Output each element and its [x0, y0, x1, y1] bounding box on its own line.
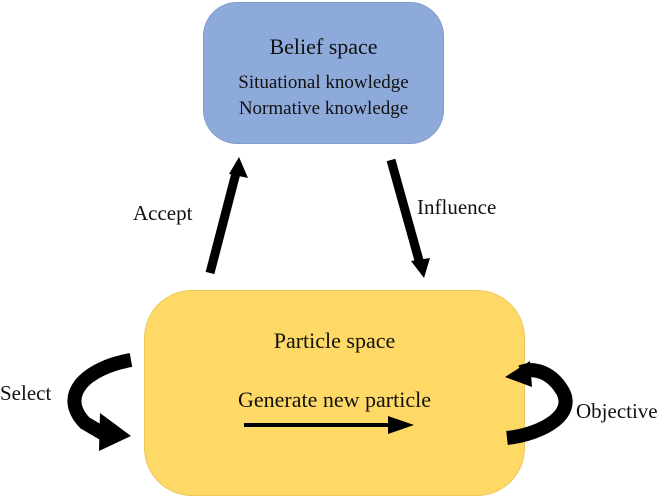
- belief-space-line: Situational knowledge: [238, 72, 409, 93]
- accept-label: Accept: [133, 201, 193, 225]
- belief-space-box: [203, 2, 444, 144]
- belief-space-title: Belief space: [269, 34, 378, 59]
- influence-arrow-icon: [386, 158, 430, 278]
- accept-arrow-icon: [205, 157, 248, 275]
- particle-space-title: Particle space: [273, 328, 396, 353]
- influence-label: Influence: [417, 195, 497, 219]
- particle-space-box: [144, 290, 525, 496]
- objective-label: Objective: [576, 399, 658, 423]
- generate-new-particle-label: Generate new particle: [238, 387, 431, 412]
- select-loop-arrow-icon: [67, 353, 133, 451]
- belief-space-line: Normative knowledge: [238, 98, 409, 119]
- select-label: Select: [0, 381, 52, 405]
